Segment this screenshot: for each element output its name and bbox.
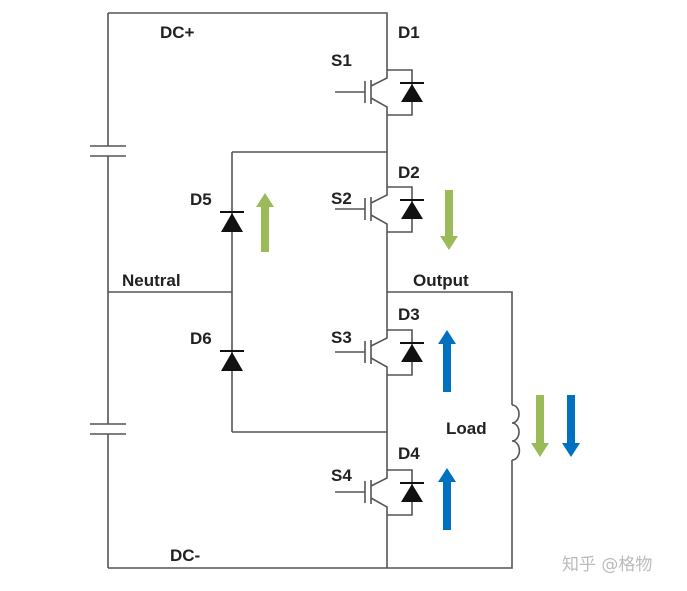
d6-label: D6 — [190, 329, 212, 348]
igbt-switch-s1 — [335, 69, 424, 116]
neutral-label: Neutral — [122, 271, 181, 290]
dc-minus-rail — [108, 291, 513, 569]
clamp-diode-d5 — [220, 211, 244, 232]
watermark: 知乎 @格物 — [562, 555, 652, 575]
dc-plus-label: DC+ — [160, 23, 195, 42]
switch-label: S2 — [331, 189, 352, 208]
diode-label: D1 — [398, 23, 420, 42]
neutral-wire — [108, 152, 233, 432]
switch-label: S3 — [331, 328, 352, 347]
green-arrow-down-load — [531, 395, 549, 457]
output-label: Output — [413, 271, 469, 290]
diode-label: D2 — [398, 163, 420, 182]
load-label: Load — [446, 419, 487, 438]
diode-label: D4 — [398, 444, 420, 463]
capacitor-upper — [90, 145, 126, 157]
capacitor-lower — [90, 423, 126, 435]
load-inductor — [511, 404, 521, 461]
blue-arrow-up-s3 — [438, 330, 456, 392]
switch-label: S1 — [331, 51, 352, 70]
igbt-switch-s4 — [335, 469, 424, 516]
igbt-switch-s3 — [335, 329, 424, 376]
blue-arrow-down-load — [562, 395, 580, 457]
clamp-diode-d6 — [220, 350, 244, 371]
d5-label: D5 — [190, 190, 212, 209]
green-arrow-down-s2 — [440, 190, 458, 250]
wires — [107, 12, 513, 569]
switch-label: S4 — [331, 466, 352, 485]
blue-arrow-up-s4 — [438, 468, 456, 530]
dc-minus-label: DC- — [170, 546, 200, 565]
diode-label: D3 — [398, 305, 420, 324]
igbt-switch-s2 — [335, 186, 424, 233]
green-arrow-up-d5 — [256, 193, 274, 252]
dc-plus-rail — [108, 12, 388, 70]
